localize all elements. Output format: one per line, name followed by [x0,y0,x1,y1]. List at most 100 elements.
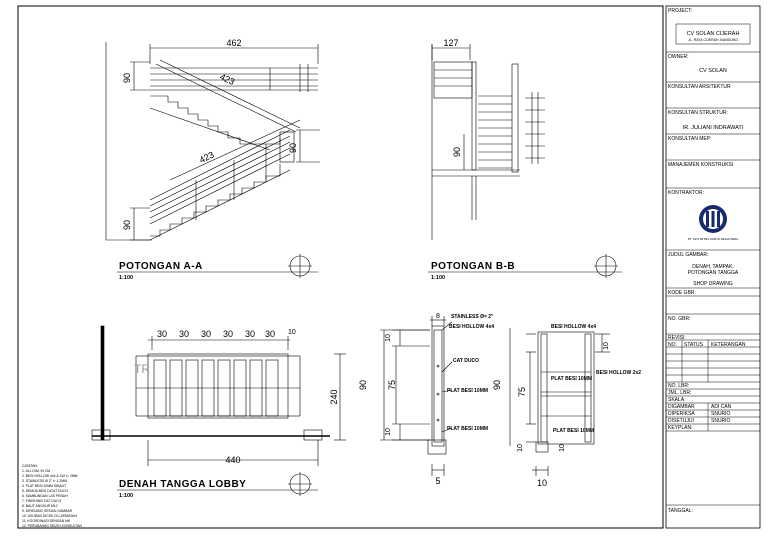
d1-cat-label: CAT DUCO [453,358,479,364]
drawing-title-label: JUDUL GAMBAR: [668,252,708,258]
approved-value: SNURIO [711,418,731,424]
lobby-dim-spacing-5: 30 [245,329,255,339]
aa-dim-h1: 90 [122,73,132,83]
lobby-plan-title: DENAH TANGGA LOBBY [119,479,246,490]
drawing-title-line2: POTONGAN TANGGA [688,270,739,276]
svg-text:11. KOORDINASI DENGAN MK: 11. KOORDINASI DENGAN MK [22,519,71,523]
lobby-spacing-dims: 30 30 30 30 30 30 10 [157,329,296,339]
section-bb-view [428,44,622,278]
rev-col-status: STATUS [684,342,704,348]
mk-label: MANAJEMEN KONSTRUKSI [668,162,733,168]
mep-label: KONSULTAN MEP: [668,136,711,142]
section-bb-title: POTONGAN B-B [431,261,515,272]
lobby-dim-height: 240 [329,389,339,404]
section-bb-scale: 1:100 [431,275,445,281]
d2-dim-a: 10 [603,342,610,350]
project-address: JL. RAYA CIJERAH, BANDUNG [688,38,738,42]
d2-plat2-label: PLAT BESI 10MM [553,428,594,434]
aa-dim-h2: 90 [288,143,298,153]
structure-label: KONSULTAN STRUKTUR: [668,110,728,116]
lobby-dim-spacing-6: 30 [265,329,275,339]
d1-dim-top: 8 [436,313,440,320]
d1-stainless-label: STAINLESS Ø= 2" [451,314,494,320]
svg-text:8. BAUT ANGKUR M12: 8. BAUT ANGKUR M12 [22,504,58,508]
detail-1-view [380,316,453,476]
svg-text:1. ALL DIM. IN CM: 1. ALL DIM. IN CM [22,469,50,473]
sheet-border [17,5,664,529]
project-name: CV SOLAN CIJERAH [687,31,740,37]
svg-text:6. SAMBUNGAN LAS PENUH: 6. SAMBUNGAN LAS PENUH [22,494,68,498]
svg-text:3. STAINLESS Ø 2" t= 1.2MM: 3. STAINLESS Ø 2" t= 1.2MM [22,479,67,483]
svg-text:CATATAN:: CATATAN: [22,464,38,468]
rev-col-no: NO. [668,342,677,348]
structure-name: IR. JULIANI INDRAWATI [683,125,744,131]
lobby-label-tr: TR [134,362,150,376]
d1-dim-total: 90 [358,380,368,390]
svg-text:4. PLAT BESI 10MM DIBAUT: 4. PLAT BESI 10MM DIBAUT [22,484,66,488]
drawn-label: DIGAMBAR [668,404,695,410]
svg-text:PT. SPU MITRA SURYA SEJAHTERA: PT. SPU MITRA SURYA SEJAHTERA [688,237,739,241]
key-plan-label: KEYPLAN: [668,425,692,431]
lobby-plan-scale: 1:100 [119,493,133,499]
no-sheet-label: NO. LBR: [668,383,689,389]
svg-text:12. PERUBAHAN SEIZIN KONSULTAN: 12. PERUBAHAN SEIZIN KONSULTAN [22,524,82,528]
d2-dim-mid: 75 [517,387,527,397]
section-aa-scale: 1:100 [119,275,133,281]
checked-label: DIPERIKSA [668,411,695,417]
lobby-plan-view [91,325,346,496]
d1-plat2-label: PLAT BESI 10MM [447,426,488,432]
d2-plat1-label: PLAT BESI 10MM [551,376,592,382]
general-notes: CATATAN: 1. ALL DIM. IN CM 2. BESI HOLLO… [22,464,82,528]
drawing-type: SHOP DRAWING [693,281,733,287]
section-aa-view [105,42,320,278]
contractor-label: KONTRAKTOR: [668,190,704,196]
d2-hollow2-label: BESI HOLLOW 2x2 [596,370,641,376]
detail-2-view [509,328,610,476]
lobby-dim-spacing-4: 30 [223,329,233,339]
contractor-logo: PT. SPU MITRA SURYA SEJAHTERA [688,205,739,241]
drawing-code-label: KODE GBR: [668,290,696,296]
approved-label: DISETUJUI [668,418,694,424]
lobby-dim-bottom: 440 [225,455,240,465]
section-aa-title: POTONGAN A-A [119,261,203,272]
svg-text:5. SEMUA BESI DICAT DUCO: 5. SEMUA BESI DICAT DUCO [22,489,68,493]
bb-dim-h: 90 [452,147,462,157]
aa-dim-top: 462 [226,38,241,48]
rev-col-note: KETERANGAN [711,342,746,348]
d1-dim-mid: 75 [387,380,397,390]
architect-label: KONSULTAN ARSITEKTUR [668,84,731,90]
d1-plat1-label: PLAT BESI 10MM [447,388,488,394]
d1-dim-a: 10 [385,334,392,342]
sheet-no-label: NO. GBR: [668,316,691,322]
lobby-dim-spacing-3: 30 [201,329,211,339]
lobby-dim-spacing-2: 30 [179,329,189,339]
title-block: PROJECT: CV SOLAN CIJERAH JL. RAYA CIJER… [665,5,761,529]
d1-dim-bottom: 5 [435,476,440,486]
d1-hollow-label: BESI HOLLOW 4x4 [449,324,494,330]
owner-name: CV SOLAN [699,68,727,74]
aa-dim-h3: 90 [122,220,132,230]
d1-dim-b: 10 [385,428,392,436]
d2-hollow1-label: BESI HOLLOW 4x4 [551,324,596,330]
drawn-value: ADI CAN [711,404,732,410]
aa-dim-slope2: 423 [198,149,216,165]
checked-value: SNURIO [711,411,731,417]
project-label: PROJECT: [668,8,692,14]
d2-dim-b: 10 [517,444,524,452]
d2-dim-total: 90 [492,380,502,390]
scale-label: SKALA: [668,397,686,403]
lobby-dim-spacing-1: 30 [157,329,167,339]
svg-text:2. BESI HOLLOW 4x4 & 2x2 t= 2M: 2. BESI HOLLOW 4x4 & 2x2 t= 2MM [22,474,78,478]
date-label: TANGGAL: [668,508,693,514]
d2-dim-bottom: 10 [537,478,547,488]
total-sheet-label: JML. LBR: [668,390,691,396]
owner-label: OWNER: [668,54,689,60]
drawing-title-line1: DENAH, TAMPAK, [692,264,733,270]
lobby-dim-end: 10 [288,329,296,336]
d2-dim-c: 10 [559,444,566,452]
bb-dim-top: 127 [443,38,458,48]
svg-text:9. DIPASANG SESUAI GAMBAR: 9. DIPASANG SESUAI GAMBAR [22,509,73,513]
svg-text:10. UKURAN DICEK DI LAPANGAN: 10. UKURAN DICEK DI LAPANGAN [22,514,77,518]
svg-text:7. FINISHING CAT DUCO: 7. FINISHING CAT DUCO [22,499,62,503]
